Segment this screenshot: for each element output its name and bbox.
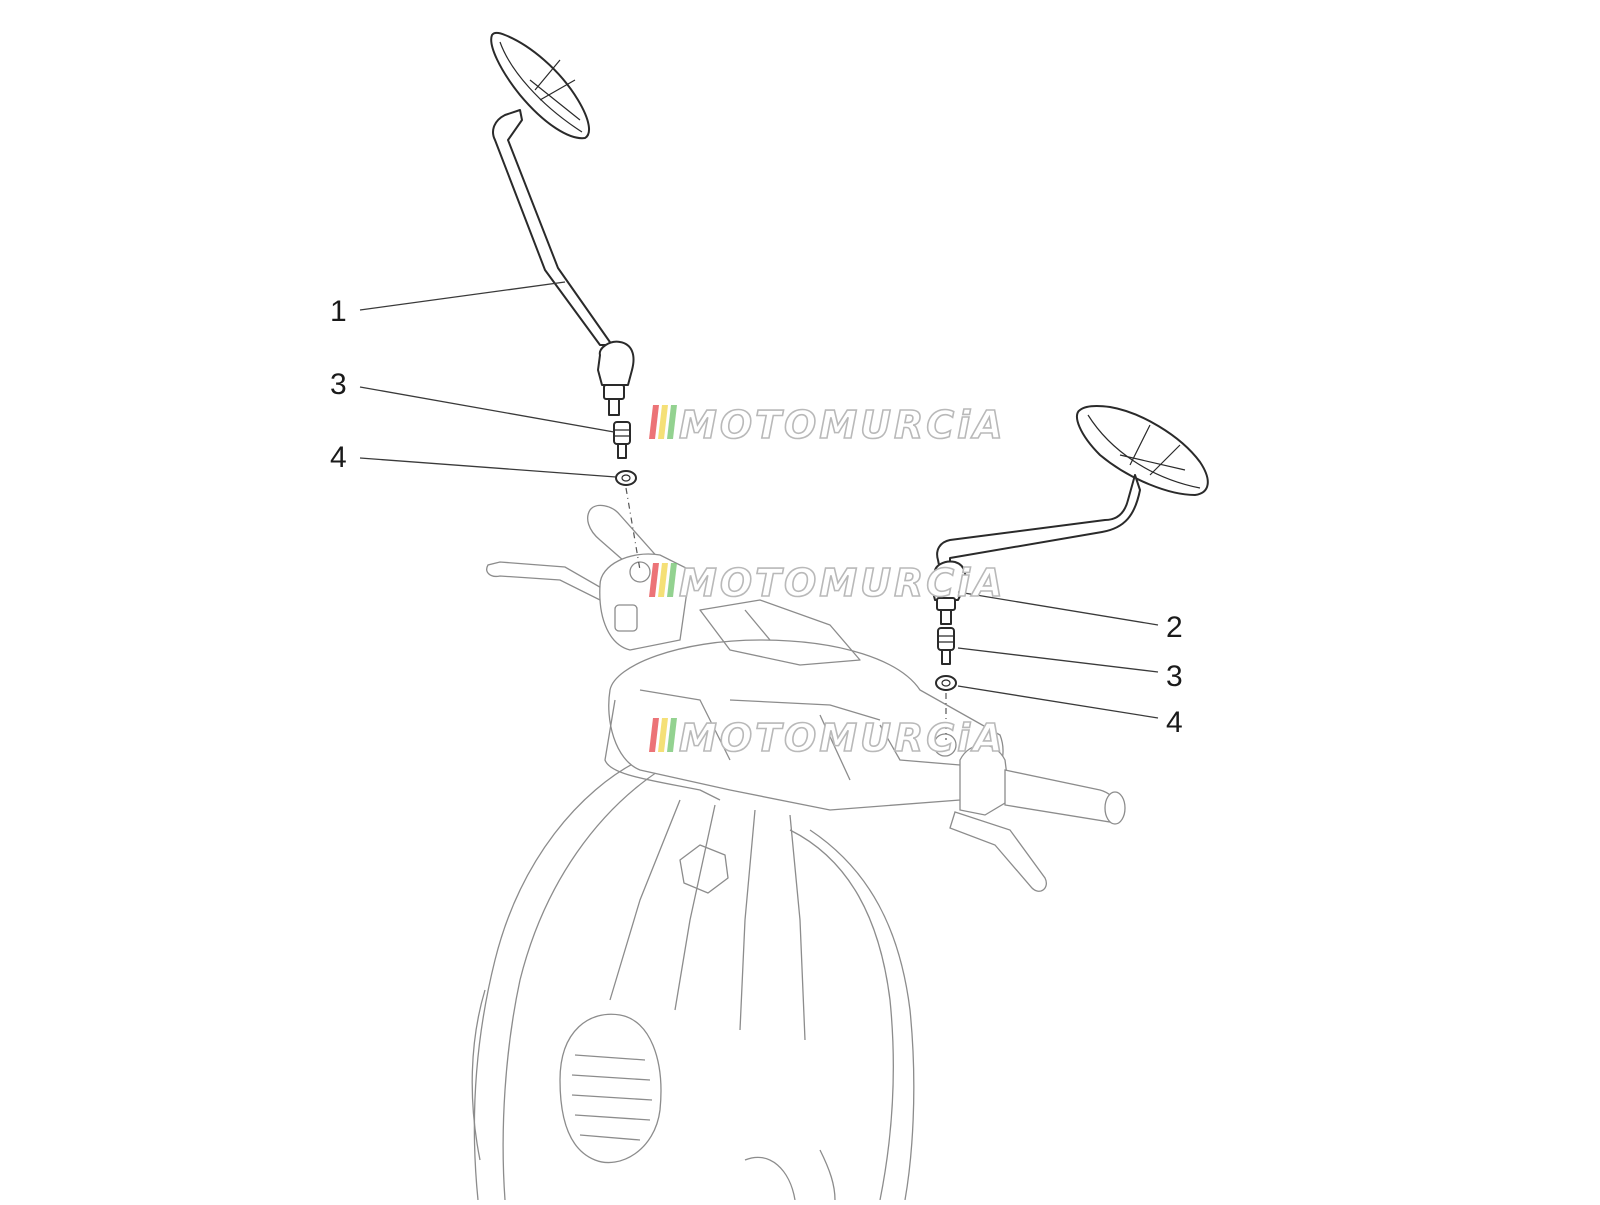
callout-4-right: 4 [1166,706,1183,739]
callout-1: 1 [330,295,347,328]
left-nut [615,470,637,486]
watermark-3: MOTOMURCiA [649,715,1006,761]
watermark-stripes [649,718,677,752]
watermark-2: MOTOMURCiA [649,560,1006,606]
scooter-outline [471,759,915,1201]
callout-2: 2 [1166,611,1183,644]
handlebar-headset [486,504,1126,892]
callout-3-right: 3 [1166,660,1183,693]
callout-3-left: 3 [330,368,347,401]
leader-lines [359,281,1159,719]
right-mirror [931,405,1209,625]
watermark-text: MOTOMURCiA [679,561,1006,605]
watermark-text: MOTOMURCiA [679,403,1006,447]
callout-4-left: 4 [330,441,347,474]
right-adapter-screw [937,627,955,665]
left-adapter-screw [613,421,631,459]
right-nut [935,675,957,691]
callout-labels: 1 2 3 4 3 4 [330,295,1183,739]
watermark-stripes [649,405,677,439]
watermark-text: MOTOMURCiA [679,716,1006,760]
watermark-1: MOTOMURCiA [649,402,1006,448]
watermark-stripes [649,563,677,597]
left-mirror [490,31,635,416]
